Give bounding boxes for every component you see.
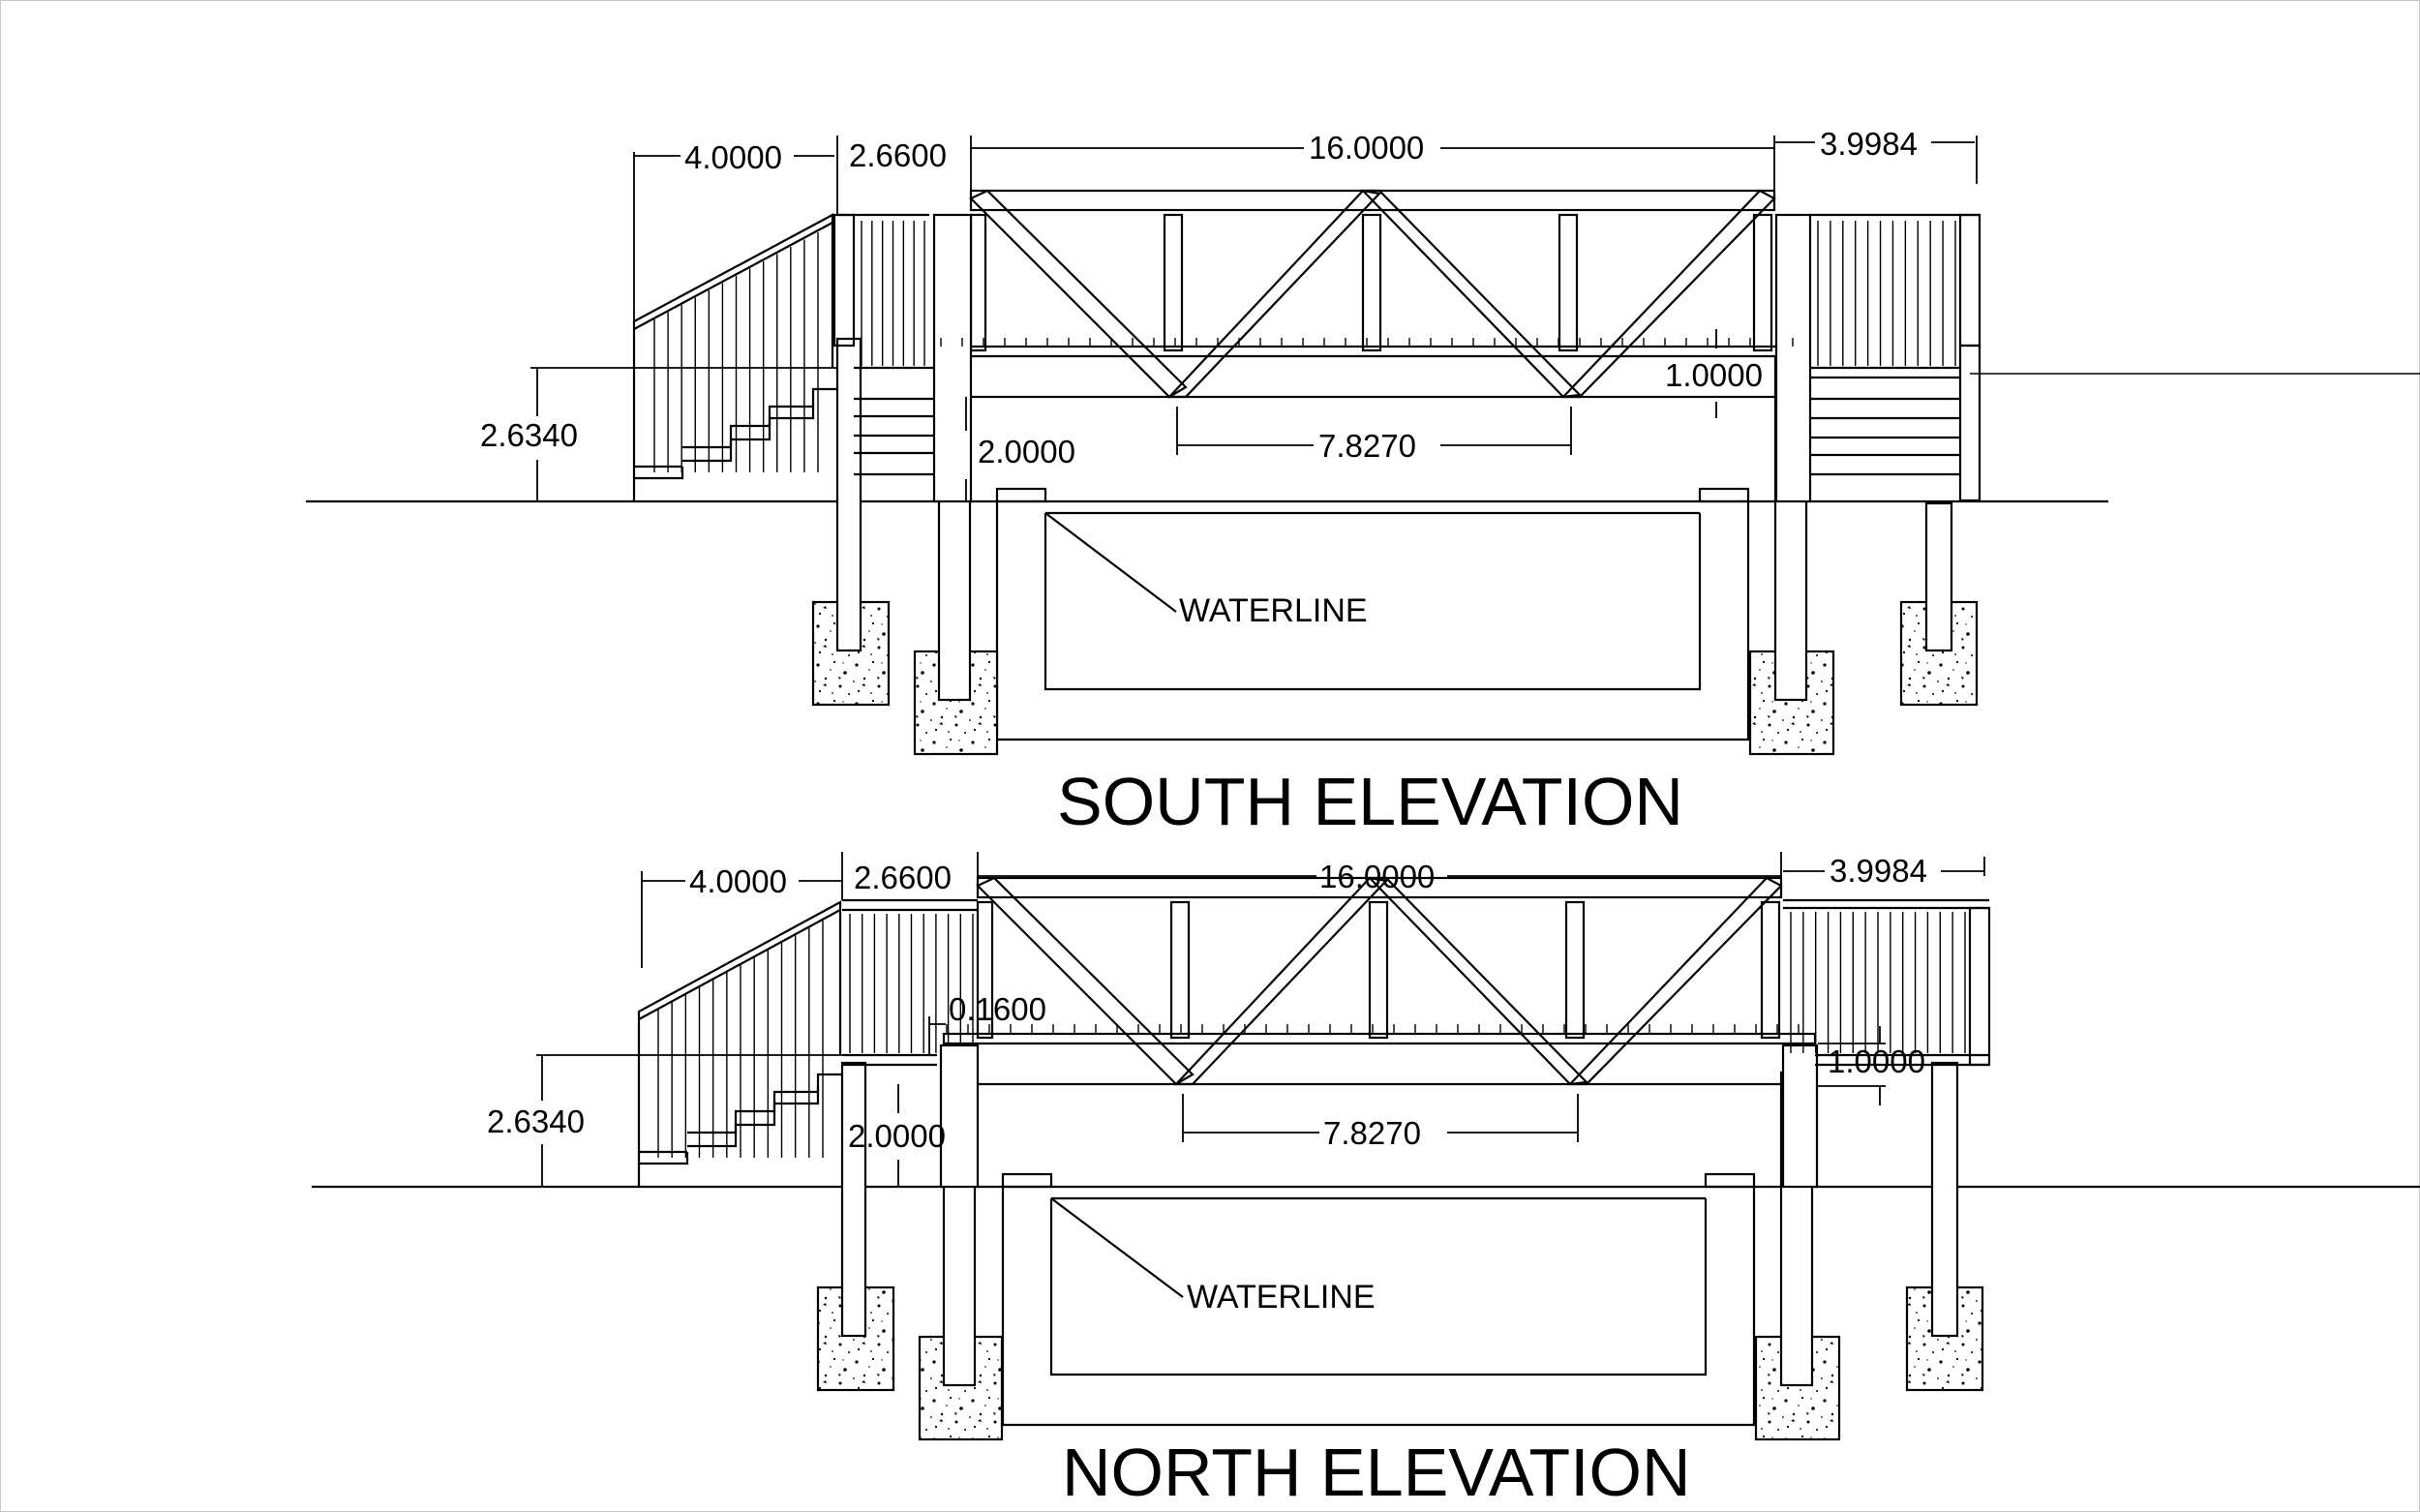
dim-clearance: 2.0000 [978, 434, 1075, 469]
footings [816, 1061, 1984, 1441]
landing [832, 213, 937, 476]
right-deck [1810, 213, 1981, 502]
dim-span: 16.0000 [1309, 130, 1424, 166]
dim-landing: 2.6600 [849, 137, 947, 173]
dim-right-deck: 3.9984 [1830, 853, 1927, 889]
dimensions: 4.0000 2.6600 16.0000 3.9984 2.6340 2.00… [487, 852, 1985, 1187]
dim-height: 2.6340 [487, 1104, 585, 1139]
landing [842, 898, 978, 1067]
right-deck [1783, 898, 1991, 1067]
dim-clearance: 2.0000 [848, 1118, 946, 1154]
dim-span: 16.0000 [1319, 859, 1435, 894]
stair [637, 900, 842, 1187]
channel [1001, 1172, 1756, 1427]
dim-height: 2.6340 [480, 417, 578, 453]
waterline-label: WATERLINE [1187, 1279, 1376, 1315]
dim-deck-thickness: 0.1600 [949, 991, 1046, 1027]
truss [939, 876, 1819, 1189]
north-elevation: 4.0000 2.6600 16.0000 3.9984 2.6340 2.00… [312, 852, 2420, 1510]
dim-stair-run: 4.0000 [684, 139, 782, 175]
dim-panel: 7.8270 [1323, 1115, 1421, 1151]
dim-right-deck: 3.9984 [1820, 126, 1918, 162]
waterline-leader [1044, 512, 1177, 613]
stair [632, 213, 837, 501]
drawing-title: NORTH ELEVATION [1062, 1435, 1691, 1510]
dim-truss-depth: 1.0000 [1828, 1043, 1925, 1079]
dim-landing: 2.6600 [854, 860, 952, 895]
dimensions: 4.0000 2.6600 16.0000 3.9984 2.6340 2.00… [480, 126, 1978, 501]
truss [932, 189, 1812, 503]
channel [995, 487, 1750, 741]
dim-truss-depth: 1.0000 [1665, 357, 1763, 393]
dim-panel: 7.8270 [1318, 428, 1416, 464]
waterline-label: WATERLINE [1179, 592, 1368, 629]
dim-stair-run: 4.0000 [689, 863, 787, 899]
waterline-leader [1050, 1197, 1184, 1298]
drawing-title: SOUTH ELEVATION [1057, 764, 1683, 839]
south-elevation: 4.0000 2.6600 16.0000 3.9984 2.6340 2.00… [306, 126, 2420, 839]
